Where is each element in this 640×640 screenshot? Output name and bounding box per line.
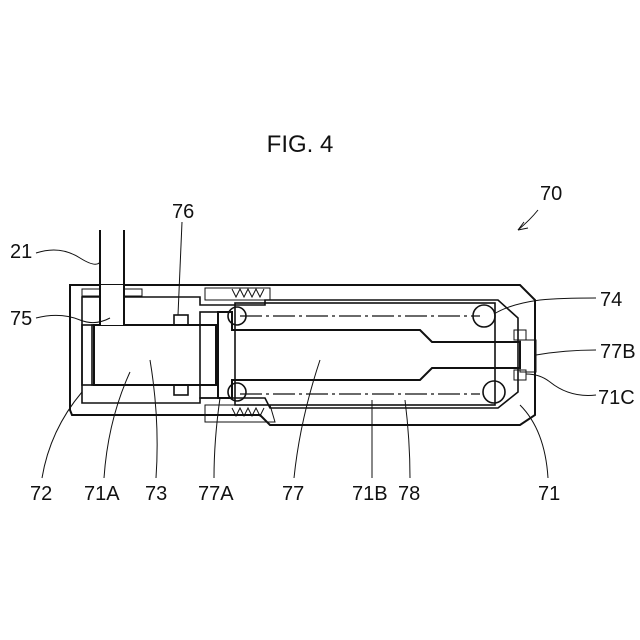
label-port: 75 — [10, 308, 32, 330]
reference-labels: 70 21 75 76 74 77B 71C 72 71A 73 77A 77 … — [10, 183, 636, 505]
label-flange: 77A — [198, 483, 234, 505]
label-cap: 72 — [30, 483, 52, 505]
label-bore-left: 71A — [84, 483, 120, 505]
label-housing: 71 — [538, 483, 560, 505]
pipe-21 — [82, 230, 142, 325]
o-rings — [228, 305, 526, 403]
label-pin: 76 — [172, 201, 194, 223]
figure-title: FIG. 4 — [267, 131, 334, 158]
pin-76 — [174, 315, 188, 395]
label-seal-right: 74 — [600, 289, 622, 311]
label-rod-end: 77B — [600, 341, 636, 363]
label-rod: 77 — [282, 483, 304, 505]
label-assembly: 70 — [540, 183, 562, 205]
label-chamber: 78 — [398, 483, 420, 505]
leader-lines — [36, 210, 596, 478]
label-bore-right: 71B — [352, 483, 388, 505]
label-bore-step: 71C — [598, 387, 635, 409]
label-piston: 73 — [145, 483, 167, 505]
housing-71 — [70, 285, 536, 425]
label-pipe: 21 — [10, 241, 32, 263]
rod-77 — [218, 312, 520, 398]
